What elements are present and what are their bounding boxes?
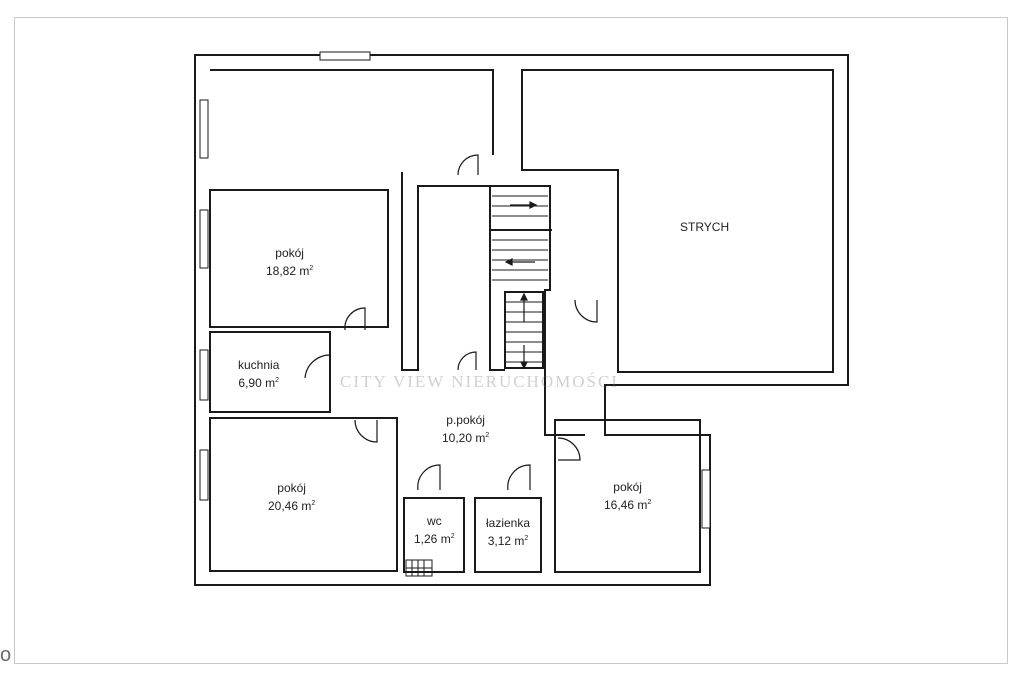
room-name: wc (426, 514, 442, 528)
corridor-wall (401, 172, 505, 371)
room-name: pokój (613, 480, 642, 494)
room-area: 3,12 m2 (487, 534, 529, 548)
room-label-strych: STRYCH (680, 220, 729, 235)
room-name: STRYCH (680, 220, 730, 234)
room-name: p.pokój (446, 413, 485, 427)
room-name: pokój (277, 481, 306, 495)
strych-outline (521, 69, 834, 373)
room-area: 10,20 m2 (442, 431, 490, 445)
room-wall-pokoj-2 (209, 417, 398, 572)
room-area: 20,46 m2 (268, 499, 316, 513)
room-area: 16,46 m2 (604, 498, 652, 512)
room-wall-wc (403, 497, 465, 573)
room-area: 1,26 m2 (414, 532, 455, 546)
room-label-pokoj-3: pokój 16,46 m2 (604, 480, 651, 513)
room-wall-pokoj-1 (209, 189, 389, 328)
room-wall-lazienka (474, 497, 542, 573)
room-label-lazienka: łazienka 3,12 m2 (486, 516, 530, 549)
room-name: łazienka (486, 516, 531, 530)
room-label-ppokoj: p.pokój 10,20 m2 (442, 413, 489, 446)
vent-grid (405, 559, 433, 577)
windows (199, 51, 711, 529)
room-name: pokój (275, 246, 304, 260)
room-label-kuchnia: kuchnia 6,90 m2 (238, 358, 279, 391)
room-area: 6,90 m2 (238, 376, 279, 390)
room-label-wc: wc 1,26 m2 (414, 514, 455, 547)
stair-arrows (504, 201, 538, 370)
door-swings (304, 154, 598, 491)
watermark-text: CITY VIEW NIERUCHOMOŚCI (340, 372, 619, 391)
stair-wall (490, 185, 585, 436)
corner-tag: o (0, 644, 12, 666)
room-label-pokoj-2: pokój 20,46 m2 (268, 481, 315, 514)
room-area: 18,82 m2 (266, 264, 314, 278)
room-label-pokoj-1: pokój 18,82 m2 (266, 246, 313, 279)
outer-wall (194, 54, 849, 586)
drawing-frame (14, 17, 1008, 664)
room-name: kuchnia (238, 358, 280, 372)
outer-wall-inner (210, 69, 494, 155)
stair-treads (492, 195, 548, 363)
room-wall-pokoj-3 (554, 419, 701, 573)
